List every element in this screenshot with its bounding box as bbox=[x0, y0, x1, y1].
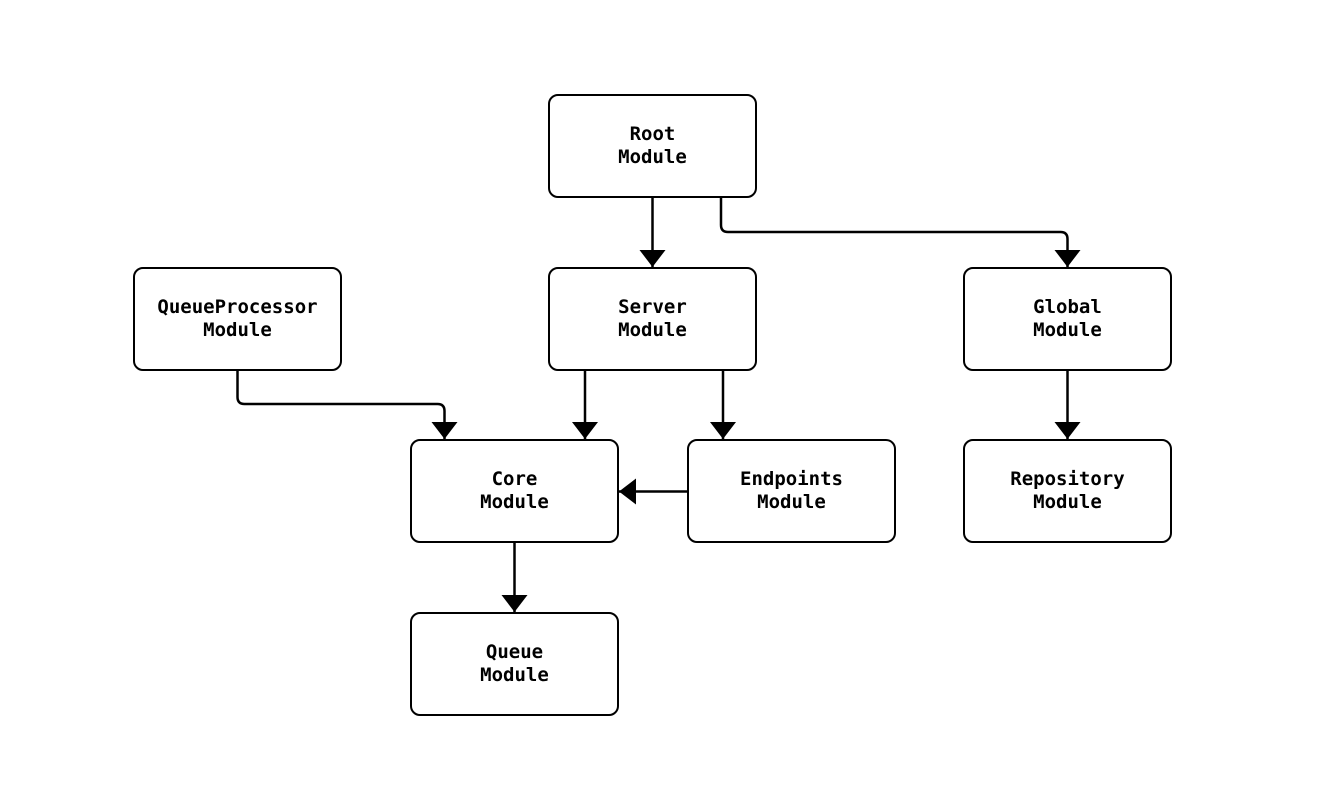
node-endpoints-module: Endpoints Module bbox=[687, 439, 896, 543]
node-queue-module: Queue Module bbox=[410, 612, 619, 716]
edge-queueprocessor-to-core bbox=[236, 371, 458, 439]
node-label-line2: Module bbox=[203, 319, 272, 341]
node-label-line1: QueueProcessor bbox=[157, 296, 318, 318]
node-root-module: Root Module bbox=[548, 94, 757, 198]
node-label-line2: Module bbox=[480, 664, 549, 686]
node-server-module: Server Module bbox=[548, 267, 757, 371]
node-label-line2: Module bbox=[618, 146, 687, 168]
node-label-line2: Module bbox=[1033, 319, 1102, 341]
edge-root-to-global bbox=[719, 198, 1081, 267]
node-label-line1: Server bbox=[618, 296, 687, 318]
node-repository-module: Repository Module bbox=[963, 439, 1172, 543]
node-label-line2: Module bbox=[757, 491, 826, 513]
node-global-module: Global Module bbox=[963, 267, 1172, 371]
node-label-line1: Endpoints bbox=[740, 468, 843, 490]
node-queueprocessor-module: QueueProcessor Module bbox=[133, 267, 342, 371]
node-core-module: Core Module bbox=[410, 439, 619, 543]
node-label-line1: Global bbox=[1033, 296, 1102, 318]
node-label-line1: Root bbox=[629, 123, 676, 145]
node-label-line1: Queue bbox=[485, 641, 544, 663]
node-label-line1: Repository bbox=[1010, 468, 1125, 490]
node-label-line2: Module bbox=[618, 319, 687, 341]
node-label-line1: Core bbox=[491, 468, 538, 490]
node-label-line2: Module bbox=[1033, 491, 1102, 513]
node-label-line2: Module bbox=[480, 491, 549, 513]
